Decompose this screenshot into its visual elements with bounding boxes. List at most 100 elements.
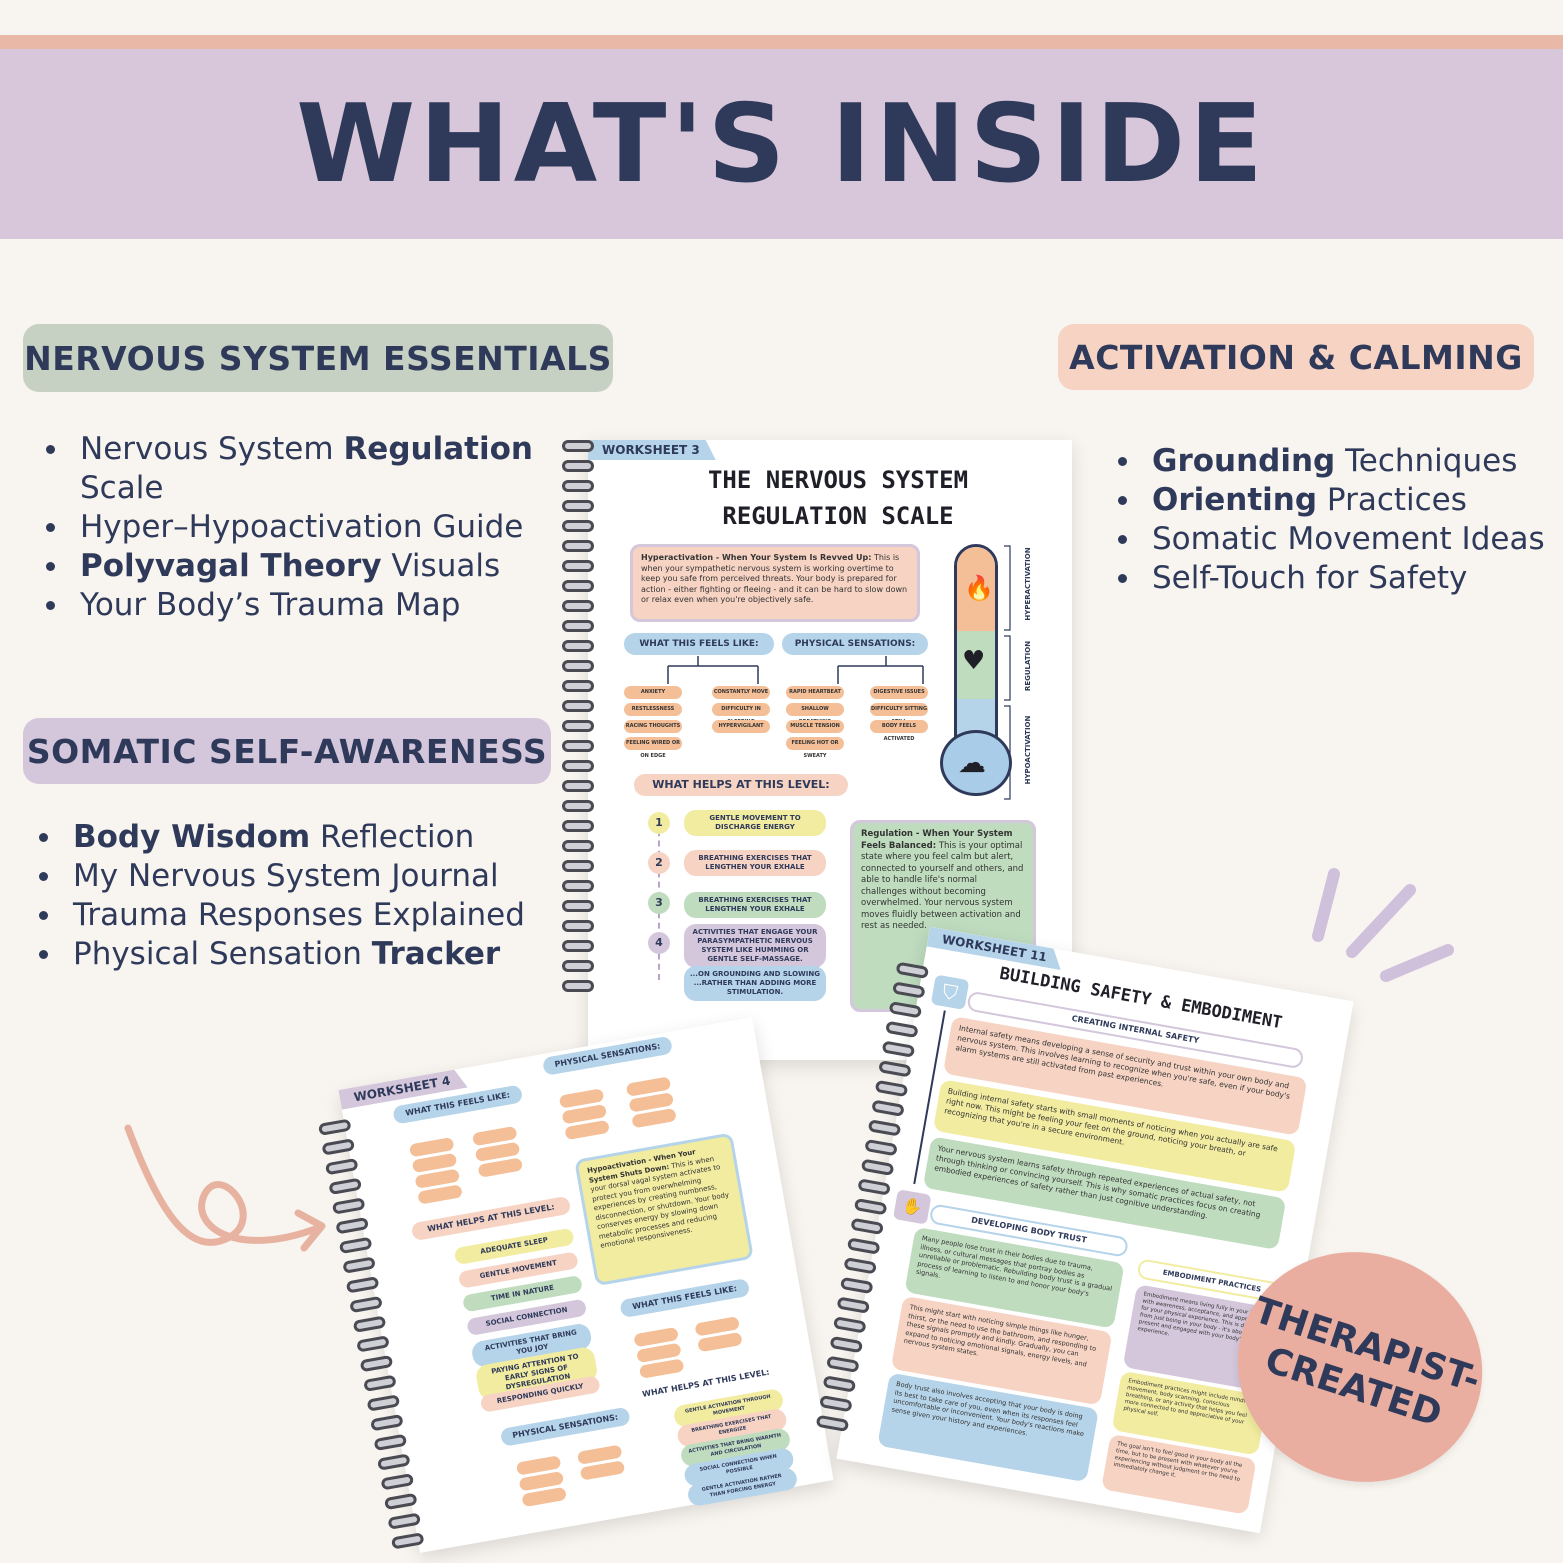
help-item: ...ON GROUNDING AND SLOWING ...RATHER TH… <box>684 966 826 1001</box>
axis-hyper: HYPERACTIVATION <box>1024 547 1032 621</box>
help-item: BREATHING EXERCISES THAT LENGTHEN YOUR E… <box>684 850 826 876</box>
hyper-box: Hyperactivation - When Your System Is Re… <box>630 544 920 622</box>
coil-ring <box>562 720 594 732</box>
coil-ring <box>864 1138 898 1157</box>
coil-ring <box>359 1354 394 1373</box>
help-item: ACTIVITIES THAT ENGAGE YOUR PARASYMPATHE… <box>684 924 826 968</box>
list-item: Physical Sensation Tracker <box>27 935 567 974</box>
coil-ring <box>562 660 594 672</box>
sensations-label: PHYSICAL SENSATIONS: <box>541 1035 674 1076</box>
coil-ring <box>562 980 594 992</box>
coil-ring <box>562 840 594 852</box>
help-item: GENTLE MOVEMENT TO DISCHARGE ENERGY <box>684 810 826 836</box>
section-title-activation: ACTIVATION & CALMING <box>1058 324 1534 390</box>
coil-ring <box>377 1453 411 1471</box>
coil-ring <box>878 1060 912 1078</box>
worksheet-title: THE NERVOUS SYSTEM REGULATION SCALE <box>648 462 1028 534</box>
coil-ring <box>843 1257 878 1275</box>
list-activation: Grounding Techniques Orienting Practices… <box>1106 442 1556 598</box>
coil-ring <box>345 1276 380 1294</box>
coil-ring <box>822 1375 857 1393</box>
step-number: 3 <box>648 892 670 914</box>
coil-ring <box>860 1158 895 1176</box>
coil-ring <box>562 960 594 972</box>
coil-ring <box>562 800 594 812</box>
sensations-label: PHYSICAL SENSATIONS: <box>782 633 928 655</box>
step-number: 2 <box>648 852 670 874</box>
coil-ring <box>349 1295 383 1314</box>
chip: HYPERVIGILANT <box>712 720 770 733</box>
axis-hypo: HYPOACTIVATION <box>1024 715 1032 785</box>
chip: ANXIETY <box>624 686 682 699</box>
feels-label: WHAT THIS FEELS LIKE: <box>619 1277 751 1319</box>
scale-brackets <box>1004 545 1011 800</box>
list-item: Grounding Techniques <box>1106 442 1556 481</box>
coil-ring <box>826 1355 860 1373</box>
coil-ring <box>562 740 594 752</box>
coil-ring <box>387 1512 422 1530</box>
chip: RACING THOUGHTS <box>624 720 682 733</box>
coil-ring <box>892 981 926 999</box>
chip: FEELING WIRED OR ON EDGE <box>624 737 682 759</box>
step-number: 4 <box>648 932 670 954</box>
list-item: Self-Touch for Safety <box>1106 559 1556 598</box>
coil-ring <box>335 1217 369 1235</box>
sensations-label: PHYSICAL SENSATIONS: <box>499 1406 631 1447</box>
coil-ring <box>338 1236 373 1255</box>
chip: RAPID HEARTBEAT <box>786 686 844 699</box>
coil-ring <box>839 1276 874 1295</box>
sticker-text: THERAPIST- CREATED <box>1235 1289 1485 1445</box>
section-title-nervous-system: NERVOUS SYSTEM ESSENTIALS <box>23 324 613 392</box>
chip: CONSTANTLY MOVE <box>712 686 770 699</box>
coil-ring <box>370 1413 404 1432</box>
coil-ring <box>562 580 594 592</box>
list-item: Polyvagal Theory Visuals <box>34 547 554 586</box>
chip: RESTLESSNESS <box>624 703 682 716</box>
coil-ring <box>352 1315 387 1333</box>
coil-ring <box>562 640 594 652</box>
axis-regulation: REGULATION <box>1024 640 1032 692</box>
hypo-box: Hypoactivation - When Your System Shuts … <box>574 1132 754 1287</box>
chip: DIFFICULTY IN SLEEPING <box>712 703 770 725</box>
coil-ring <box>562 920 594 932</box>
coil-ring <box>815 1414 850 1433</box>
sparkle-lines-icon <box>1312 868 1454 982</box>
coil-ring <box>836 1296 871 1314</box>
coil-ring <box>833 1316 867 1334</box>
list-item: My Nervous System Journal <box>27 857 567 896</box>
coil-ring <box>380 1473 415 1491</box>
coil-ring <box>363 1374 397 1392</box>
top-stripe <box>0 35 1563 49</box>
coil-ring <box>562 560 594 572</box>
cloud-icon: ☁ <box>958 746 986 779</box>
list-item: Hyper–Hypoactivation Guide <box>34 508 554 547</box>
chip: FEELING HOT OR SWEATY <box>786 737 844 759</box>
coil-ring <box>885 1020 919 1039</box>
heart-icon: ♥ <box>962 646 986 676</box>
flame-icon: 🔥 <box>964 574 994 602</box>
coil-ring <box>562 780 594 792</box>
section-title-somatic: SOMATIC SELF-AWARENESS <box>23 718 551 784</box>
list-item: Your Body’s Trauma Map <box>34 586 554 625</box>
coil-ring <box>867 1119 902 1137</box>
coil-ring <box>562 700 594 712</box>
coil-ring <box>819 1394 853 1413</box>
list-item: Trauma Responses Explained <box>27 896 567 935</box>
coil-ring <box>383 1492 418 1511</box>
step-number: 1 <box>648 812 670 834</box>
coil-ring <box>562 520 594 532</box>
coil-ring <box>562 460 594 472</box>
coil-ring <box>366 1394 401 1412</box>
coil-ring <box>857 1178 891 1196</box>
coil-ring <box>829 1335 864 1354</box>
coil-ring <box>562 820 594 832</box>
chip: DIFFICULTY SITTING STILL <box>870 703 928 725</box>
coil-ring <box>846 1237 881 1255</box>
curly-arrow-icon <box>124 1124 326 1252</box>
header-band <box>0 49 1563 239</box>
coil-ring <box>562 880 594 892</box>
coil-ring <box>562 860 594 872</box>
coil-ring <box>562 760 594 772</box>
coil-ring <box>342 1256 376 1274</box>
worksheet-3: WORKSHEET 3 THE NERVOUS SYSTEM REGULATIO… <box>588 440 1072 1060</box>
